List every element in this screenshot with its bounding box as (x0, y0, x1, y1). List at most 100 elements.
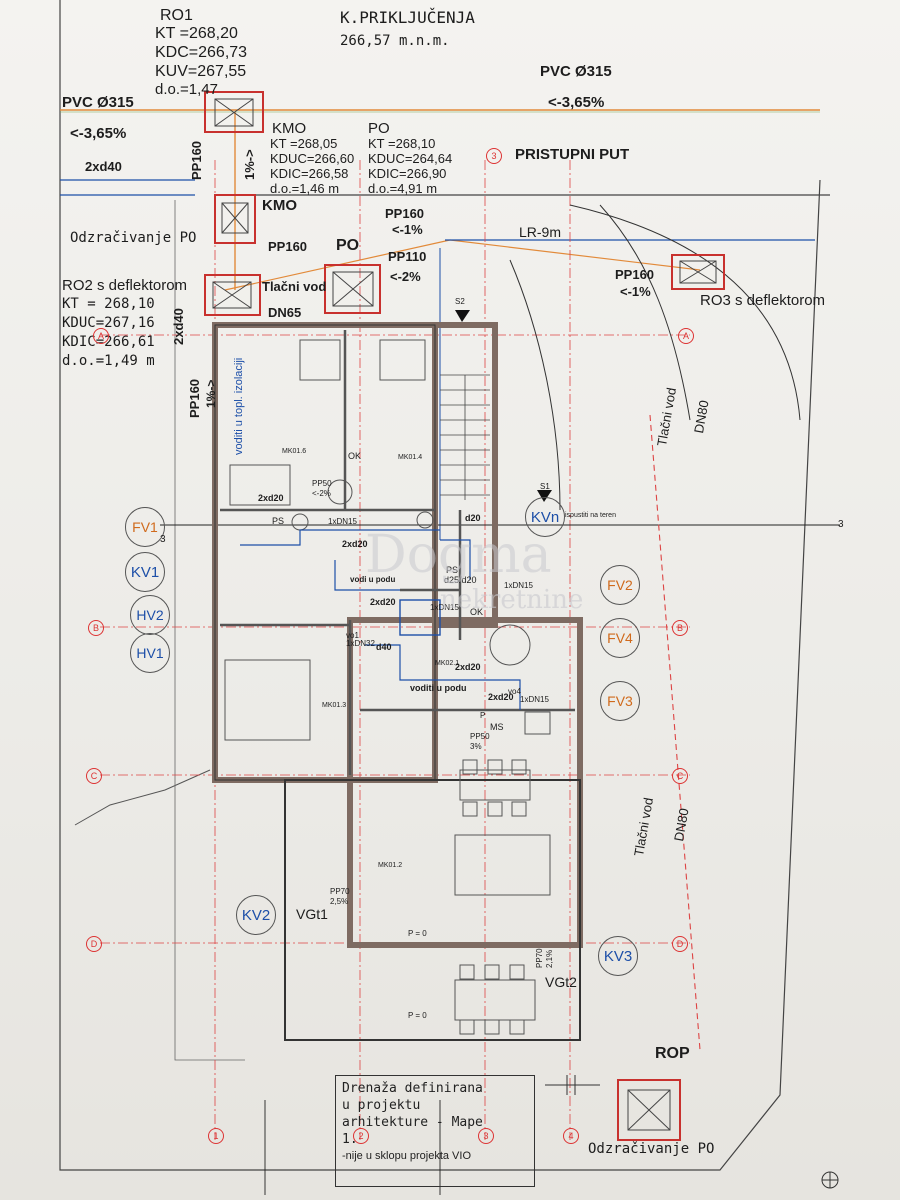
ro2-kdic: KDIC=266,61 (62, 334, 155, 350)
axis-3-bottom: 3 (478, 1128, 494, 1144)
ro3-label: RO3 s deflektorom (700, 292, 826, 309)
note-2xd20-d: 2xd20 (455, 662, 481, 672)
ro2-title: RO2 s deflektorom (62, 277, 188, 294)
ro1-title: RO1 (160, 7, 193, 24)
po-info-kduc: KDUC=264,64 (368, 151, 453, 166)
axis-3-top: 3 (486, 148, 502, 164)
kmo-info-kduc: KDUC=266,60 (270, 151, 355, 166)
note-d40: d40 (376, 642, 392, 652)
pipe-pp160-vertical: PP160 (189, 140, 204, 180)
note-pp70b: PP70 (535, 948, 544, 968)
watermark-subtitle: nekretnine (440, 585, 584, 615)
axis-1-bottom: 1 (208, 1128, 224, 1144)
pp110: PP110 (388, 249, 427, 264)
pristupni-put: PRISTUPNI PUT (515, 146, 630, 163)
note-p0b: P = 0 (408, 1011, 427, 1020)
marker-fv3: FV3 (600, 681, 640, 721)
note-mk4: MK01.2 (378, 862, 403, 869)
note-s2: S2 (455, 297, 465, 306)
voditi-izolaciji: voditi u topl. izolaciji (233, 357, 245, 455)
tlacni-vod-top: Tlačni vod (262, 279, 327, 294)
odzracivanje-bottom: Odzračivanje PO (588, 1141, 715, 1157)
pipe-pp160-vertical-2-slope: 1%-> (204, 379, 218, 408)
note-dn32: 1xDN32 (346, 639, 375, 648)
po-info-title: PO (368, 120, 390, 137)
manhole-boxes (204, 91, 725, 1141)
axis-a-right: A (678, 328, 694, 344)
kmo-label: KMO (262, 197, 297, 214)
axis-b-right: B (672, 620, 688, 636)
pvc-right-pipe: PVC Ø315 (540, 63, 612, 80)
note-ok-2: OK (470, 607, 484, 617)
note-p0a: P = 0 (408, 929, 427, 938)
k-prikljucenja-value: 266,57 m.n.m. (340, 33, 450, 49)
note-p: P (480, 711, 486, 720)
vgt1-label: VGt1 (296, 906, 328, 922)
marker-kv2: KV2 (236, 895, 276, 935)
note-voditi-podu: voditi u podu (410, 683, 467, 693)
pipe-2xd40-top: 2xd40 (85, 159, 122, 174)
note-2xd20-c: 2xd20 (370, 597, 396, 607)
drainage-note-box: Drenaža definirana u projektu arhitektur… (335, 1075, 535, 1187)
pp160-left: PP160 (268, 239, 308, 254)
note-dn15-b: 1xDN15 (504, 581, 533, 590)
note-ps-1: PS (272, 516, 285, 526)
axis-d-left: D (86, 936, 102, 952)
kmo-info-title: KMO (272, 120, 307, 137)
note-vodi-podu: vodi u podu (350, 575, 396, 584)
section-3-left: 3 (160, 534, 166, 545)
note-dn15-d: 1xDN15 (430, 603, 459, 612)
note-pp50a: PP50 (312, 479, 332, 488)
ro1-kdc: KDC=266,73 (155, 44, 248, 61)
kmo-info-kdic: KDIC=266,58 (270, 166, 349, 181)
note-mk1: MK01.6 (282, 448, 307, 455)
note-vo4: vo4 (508, 687, 521, 696)
note-pp50a-slope: <-2% (312, 489, 331, 498)
marker-fv2: FV2 (600, 565, 640, 605)
marker-fv4: FV4 (600, 618, 640, 658)
pp160-right: PP160 (615, 267, 655, 282)
vgt2-label: VGt2 (545, 974, 577, 990)
po-info-kt: KT =268,10 (368, 136, 436, 151)
watermark-logo: Dogma (365, 525, 552, 585)
note-line-2: u projektu (342, 1098, 421, 1113)
note-line-5: -nije u sklopu projekta VIO (342, 1150, 472, 1162)
ro1-do: d.o.=1,47 (155, 81, 218, 98)
pp160-mid: PP160 (385, 206, 425, 221)
note-ps-2: PS (446, 565, 459, 575)
ro1-kuv: KUV=267,55 (155, 63, 247, 80)
pp160-right-slope: <-1% (620, 284, 651, 299)
note-ms: MS (490, 722, 504, 732)
note-d25: d25/d20 (444, 575, 477, 585)
pipe-pp160-vertical-2: PP160 (187, 378, 202, 418)
note-2xd20-b: 2xd20 (342, 539, 368, 549)
ro2-kt: KT = 268,10 (62, 296, 155, 312)
kmo-info-do: d.o.=1,46 m (270, 181, 340, 196)
ro1-kt: KT =268,20 (155, 25, 238, 42)
note-ispustiti: ispustiti na teren (565, 512, 616, 519)
note-2xd20-e: 2xd20 (488, 692, 514, 702)
ro2-kduc: KDUC=267,16 (62, 315, 155, 331)
site-boundary (59, 0, 821, 1171)
marker-hv2: HV2 (130, 595, 170, 635)
terrain-line (74, 769, 211, 826)
pipe-pp160-vertical-slope: 1%-> (242, 149, 257, 180)
note-2xd20-a: 2xd20 (258, 493, 284, 503)
pvc-left-slope: <-3,65% (70, 125, 127, 142)
axis-c-right: C (672, 768, 688, 784)
note-pp50b: PP50 (470, 732, 490, 741)
note-line-1: Drenaža definirana (342, 1081, 483, 1096)
note-vo1: vo1 (346, 631, 359, 640)
odzracivanje-top: Odzračivanje PO (70, 230, 197, 246)
axis-a-left: A (93, 328, 109, 344)
note-dn15-c: 1xDN15 (520, 695, 549, 704)
note-pp70: PP70 (330, 887, 350, 896)
marker-fv1: FV1 (125, 507, 165, 547)
note-pp70-slope: 2,5% (330, 897, 349, 906)
dn65: DN65 (268, 305, 302, 320)
marker-kv1: KV1 (125, 552, 165, 592)
axis-d-right: D (672, 936, 688, 952)
axis-2-bottom: 2 (353, 1128, 369, 1144)
